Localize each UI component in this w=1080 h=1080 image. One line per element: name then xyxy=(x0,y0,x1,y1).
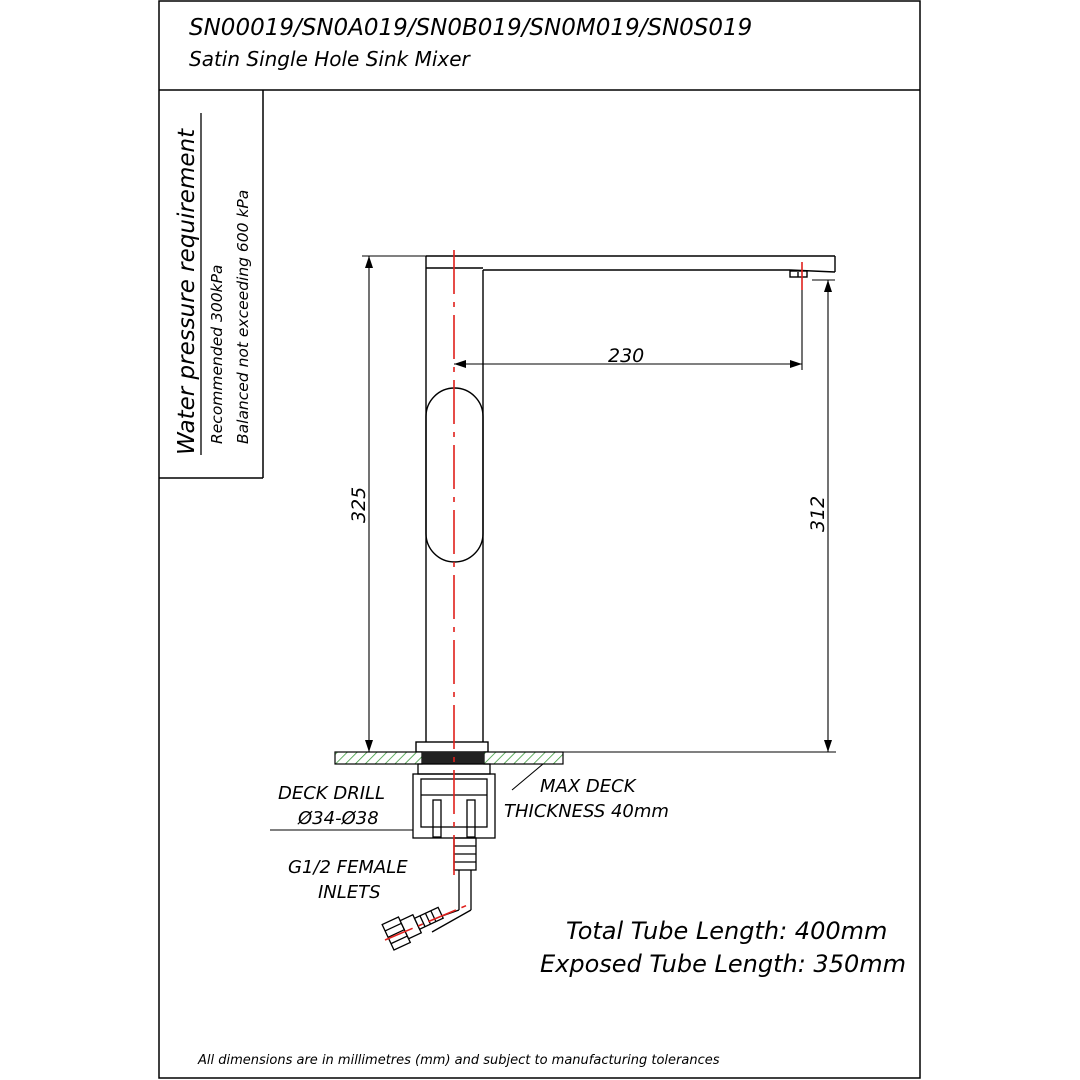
female-inlet xyxy=(381,906,445,951)
centerlines xyxy=(384,250,803,941)
dimension-arrows xyxy=(365,256,832,752)
footer-note: All dimensions are in millimetres (mm) a… xyxy=(197,1053,720,1068)
dimension-lines xyxy=(270,255,836,831)
mixer-outline xyxy=(415,255,836,753)
sheet-border xyxy=(158,0,921,1079)
product-name: Satin Single Hole Sink Mixer xyxy=(189,47,472,71)
max-deck-thickness: THICKNESS 40mm xyxy=(504,801,669,822)
deck-section xyxy=(334,751,564,765)
dim-spout-height-label: 312 xyxy=(807,496,829,532)
max-deck-label: MAX DECK xyxy=(540,776,637,797)
pressure-max: Balanced not exceeding 600 kPa xyxy=(234,190,252,444)
deck-drill-size: Ø34-Ø38 xyxy=(297,808,379,829)
total-tube-length: Total Tube Length: 400mm xyxy=(566,917,887,945)
dim-reach-label: 230 xyxy=(608,345,644,367)
pressure-panel: Water pressure requirement Recommended 3… xyxy=(159,90,264,479)
pressure-heading: Water pressure requirement xyxy=(174,128,200,455)
pressure-recommended: Recommended 300kPa xyxy=(208,265,226,444)
dim-total-height-label: 325 xyxy=(348,487,370,523)
deck-drill-label: DECK DRILL xyxy=(278,783,385,804)
inlets-label: G1/2 FEMALE xyxy=(288,857,408,878)
model-codes: SN00019/SN0A019/SN0B019/SN0M019/SN0S019 xyxy=(189,15,752,41)
inlets-label-2: INLETS xyxy=(318,882,381,903)
exposed-tube-length: Exposed Tube Length: 350mm xyxy=(540,950,906,978)
